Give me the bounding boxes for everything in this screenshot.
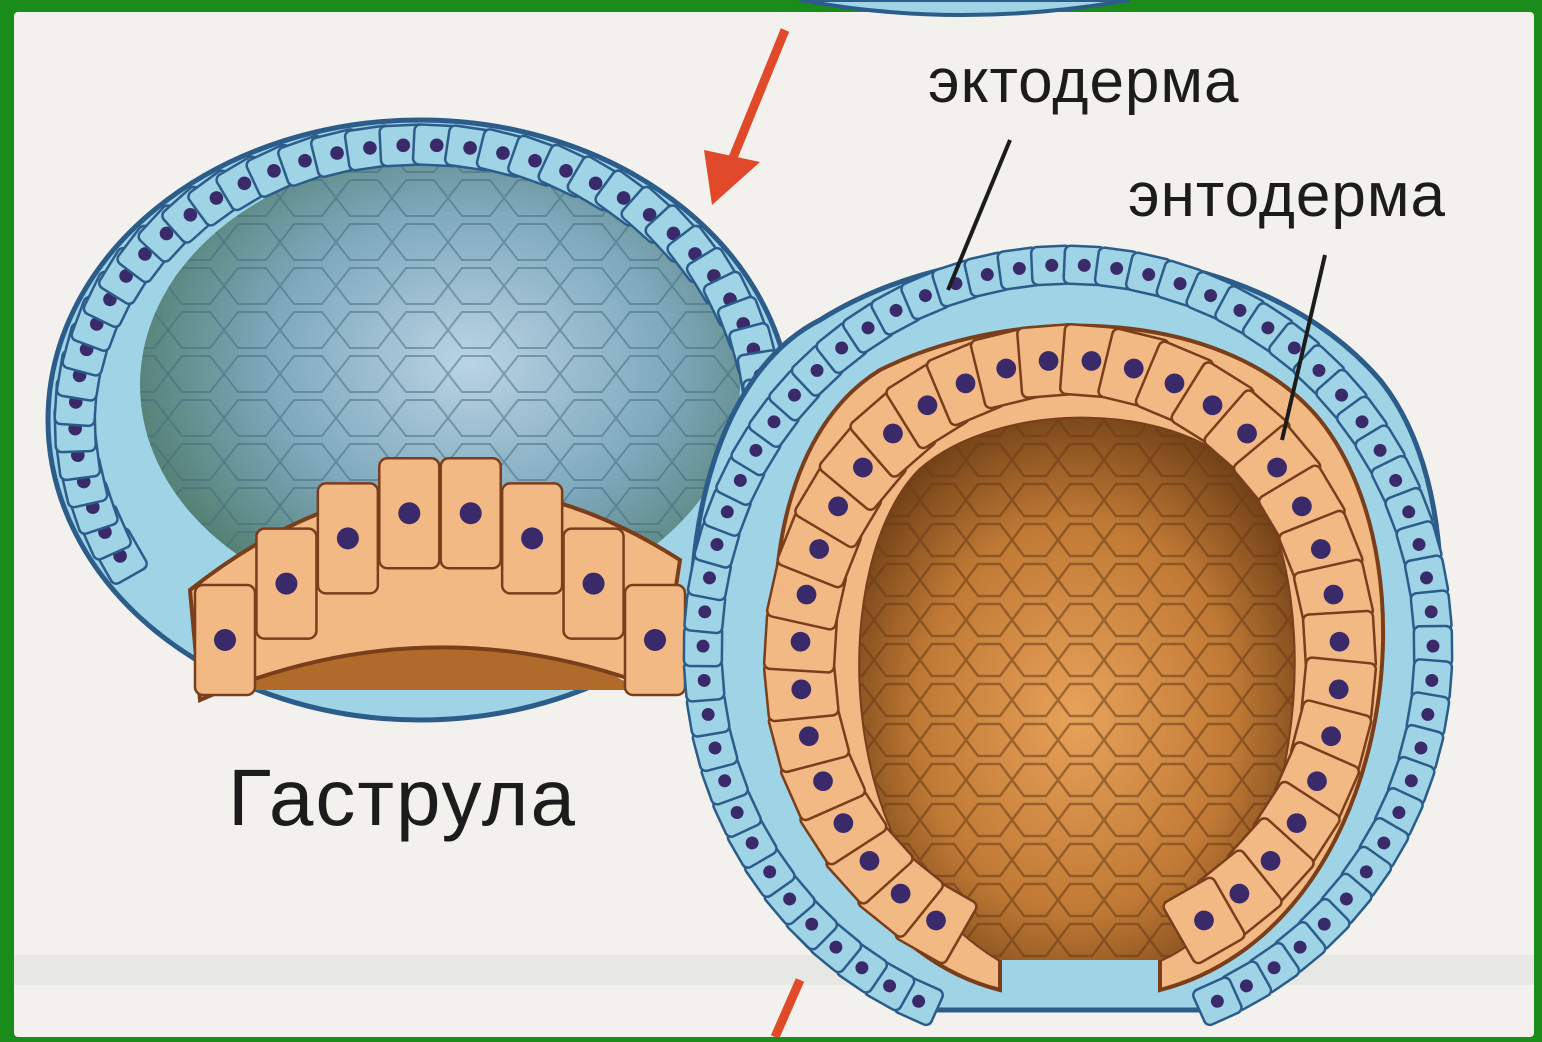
endoderm-cell xyxy=(564,529,624,639)
endoderm-cell xyxy=(379,458,439,568)
endoderm-cell xyxy=(441,458,501,568)
ectoderm-label: эктодерма xyxy=(928,46,1240,117)
endoderm-cell xyxy=(318,483,378,593)
endoderm-label: энтодерма xyxy=(1128,160,1446,231)
endoderm-cell xyxy=(502,483,562,593)
endoderm-cell xyxy=(256,529,316,639)
endoderm-cell xyxy=(625,585,685,695)
late-gastrula xyxy=(684,246,1453,1027)
gastrula-title: Гаструла xyxy=(228,752,577,844)
endoderm-cell xyxy=(195,585,255,695)
early-gastrula xyxy=(48,120,792,720)
